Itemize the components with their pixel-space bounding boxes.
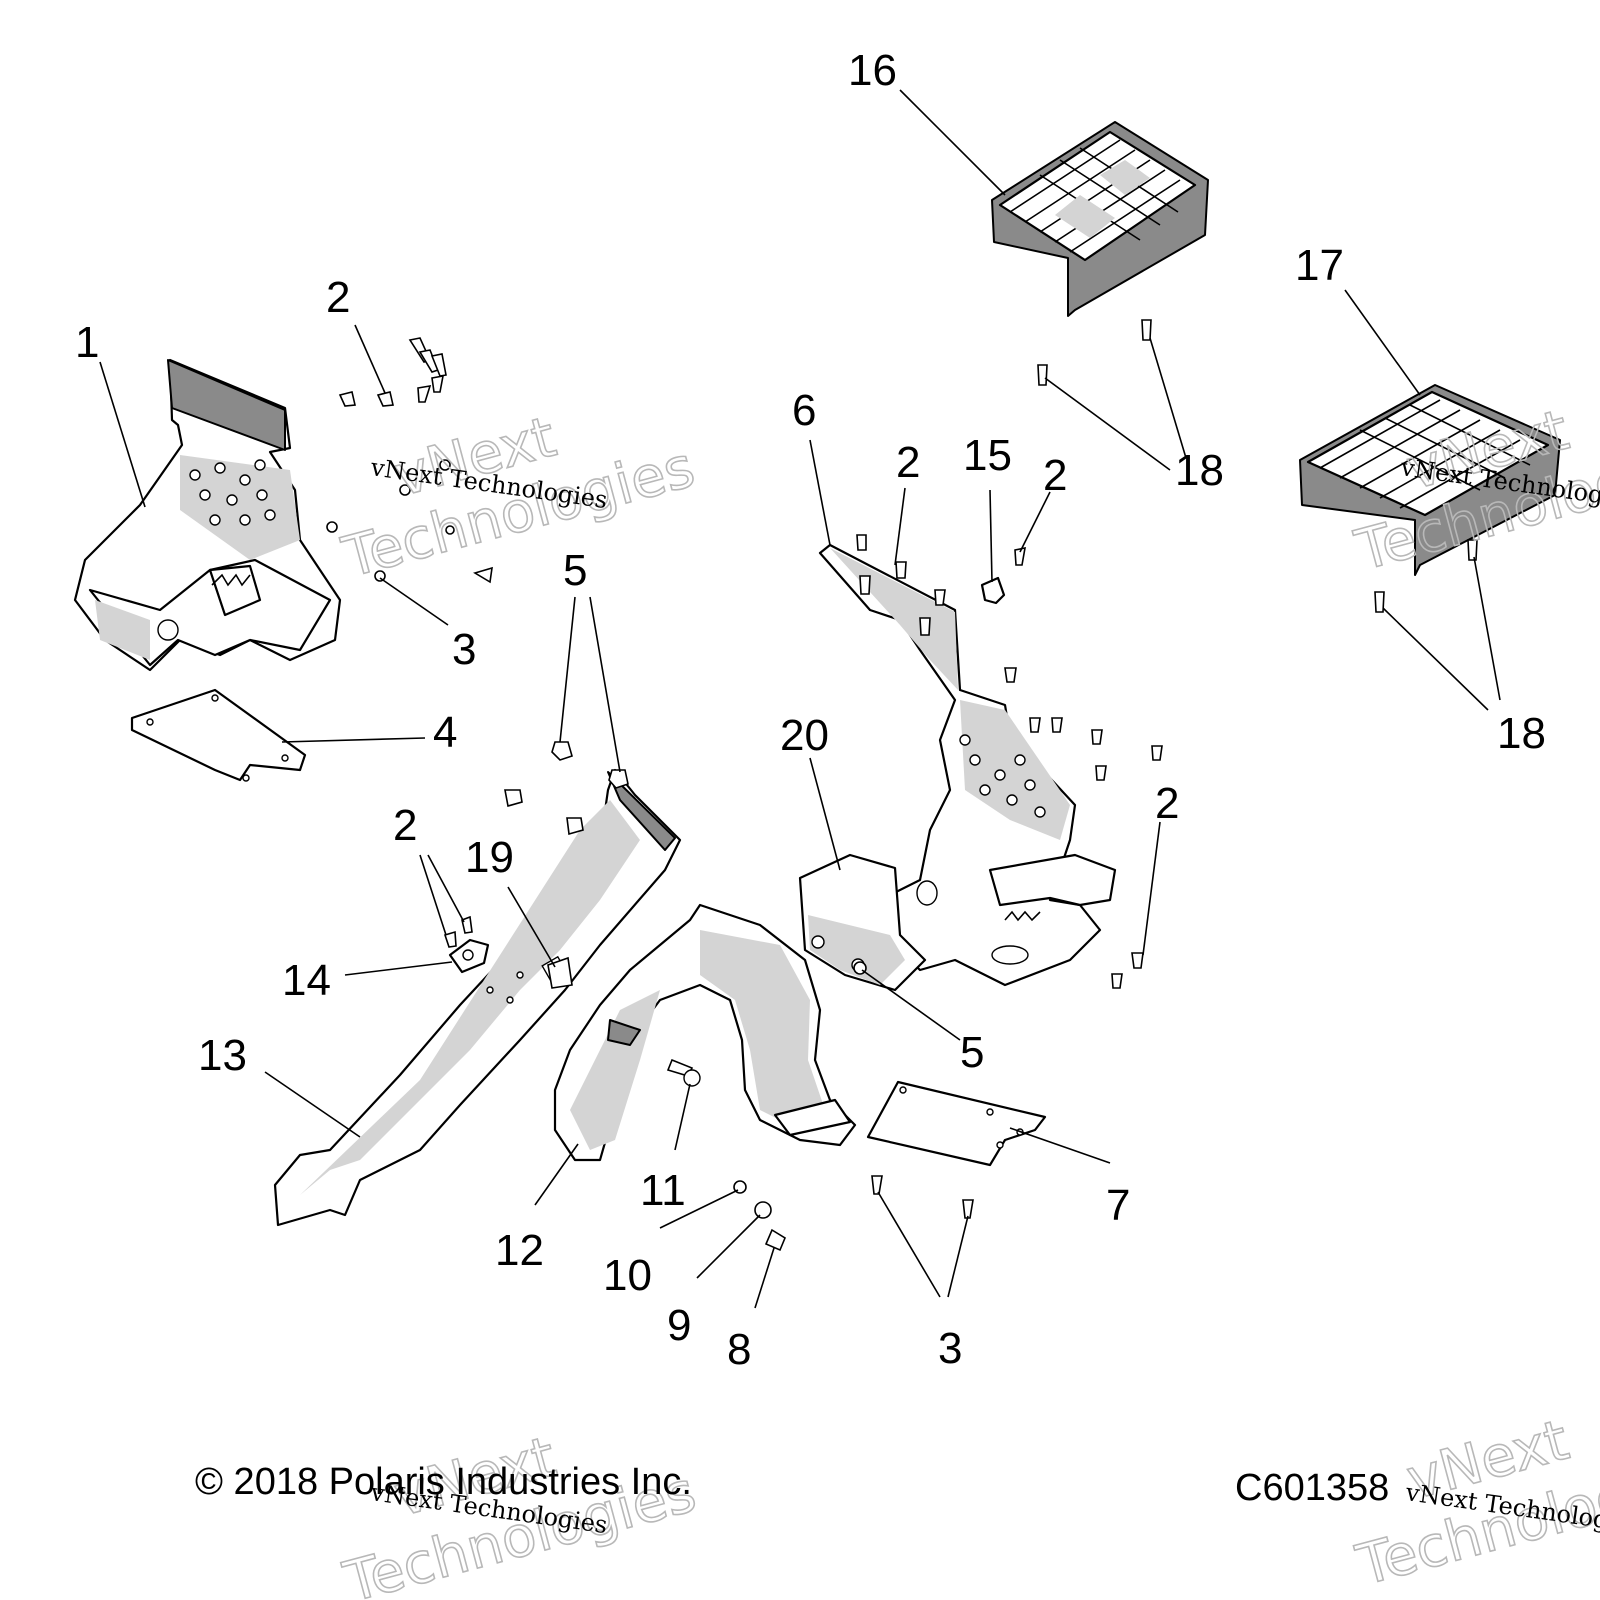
- part-15-clip: [980, 576, 1006, 605]
- callout-2: 2: [393, 801, 417, 850]
- callout-5: 5: [563, 546, 587, 595]
- callout-18: 18: [1497, 709, 1546, 758]
- callout-3: 3: [938, 1324, 962, 1373]
- part-1-left-floorboard: [73, 358, 342, 672]
- part-18-bolt-d: [1467, 539, 1478, 561]
- part-7-right-plate: [866, 1080, 1047, 1167]
- copyright-notice: © 2018 Polaris Industries Inc.: [195, 1461, 692, 1503]
- callout-labels: 1 2 2 2 2 2 3 3 4 5 5 6 7 8 9 10 11 12 1…: [75, 46, 1546, 1374]
- callout-8: 8: [727, 1325, 751, 1374]
- part-18-bolt-a: [1037, 364, 1048, 386]
- drawing-number: C601358: [1235, 1467, 1389, 1509]
- callout-7: 7: [1106, 1181, 1130, 1230]
- part-9-washer: [754, 1201, 772, 1219]
- callout-11: 11: [640, 1166, 686, 1215]
- callout-2: 2: [1155, 779, 1179, 828]
- part-4-left-plate: [130, 688, 307, 782]
- fasteners: [326, 319, 1478, 1252]
- part-3-bolt-lower-a: [871, 1175, 883, 1195]
- callout-9: 9: [667, 1301, 691, 1350]
- callout-4: 4: [433, 708, 457, 757]
- callout-2: 2: [326, 273, 350, 322]
- callout-17: 17: [1295, 241, 1344, 290]
- callout-14: 14: [282, 956, 331, 1005]
- part-6-right-floorboard: [818, 543, 1117, 987]
- part-8-bolt: [764, 1228, 787, 1252]
- part-18-bolt-b: [1141, 319, 1152, 341]
- callout-6: 6: [792, 386, 816, 435]
- part-18-bolt-c: [1374, 591, 1385, 613]
- callout-16: 16: [848, 46, 897, 95]
- part-14-bracket: [443, 915, 490, 974]
- bolt-2-group-right: [856, 534, 1163, 989]
- callout-19: 19: [465, 833, 514, 882]
- callout-3: 3: [452, 625, 476, 674]
- callout-2: 2: [896, 438, 920, 487]
- callout-5: 5: [960, 1028, 984, 1077]
- callout-10: 10: [603, 1251, 652, 1300]
- part-11-eyebolt: [666, 1058, 701, 1087]
- callout-2: 2: [1043, 451, 1067, 500]
- part-12-rear-fender: [553, 903, 857, 1162]
- callout-15: 15: [963, 431, 1012, 480]
- callout-20: 20: [780, 711, 829, 760]
- leader-lines: [99, 89, 1501, 1309]
- part-17-footrest: [1299, 384, 1561, 576]
- callout-12: 12: [495, 1226, 544, 1275]
- bolt-2-group-upper-left: [338, 337, 447, 407]
- bolt-3-group-left: [326, 459, 493, 584]
- callout-1: 1: [75, 318, 99, 367]
- part-16-footrest: [991, 121, 1209, 317]
- callout-18: 18: [1175, 446, 1224, 495]
- part-20-heel-guard: [798, 853, 938, 992]
- callout-13: 13: [198, 1031, 247, 1080]
- part-3-bolt-lower-b: [962, 1199, 974, 1219]
- nut-5-group: [504, 741, 629, 836]
